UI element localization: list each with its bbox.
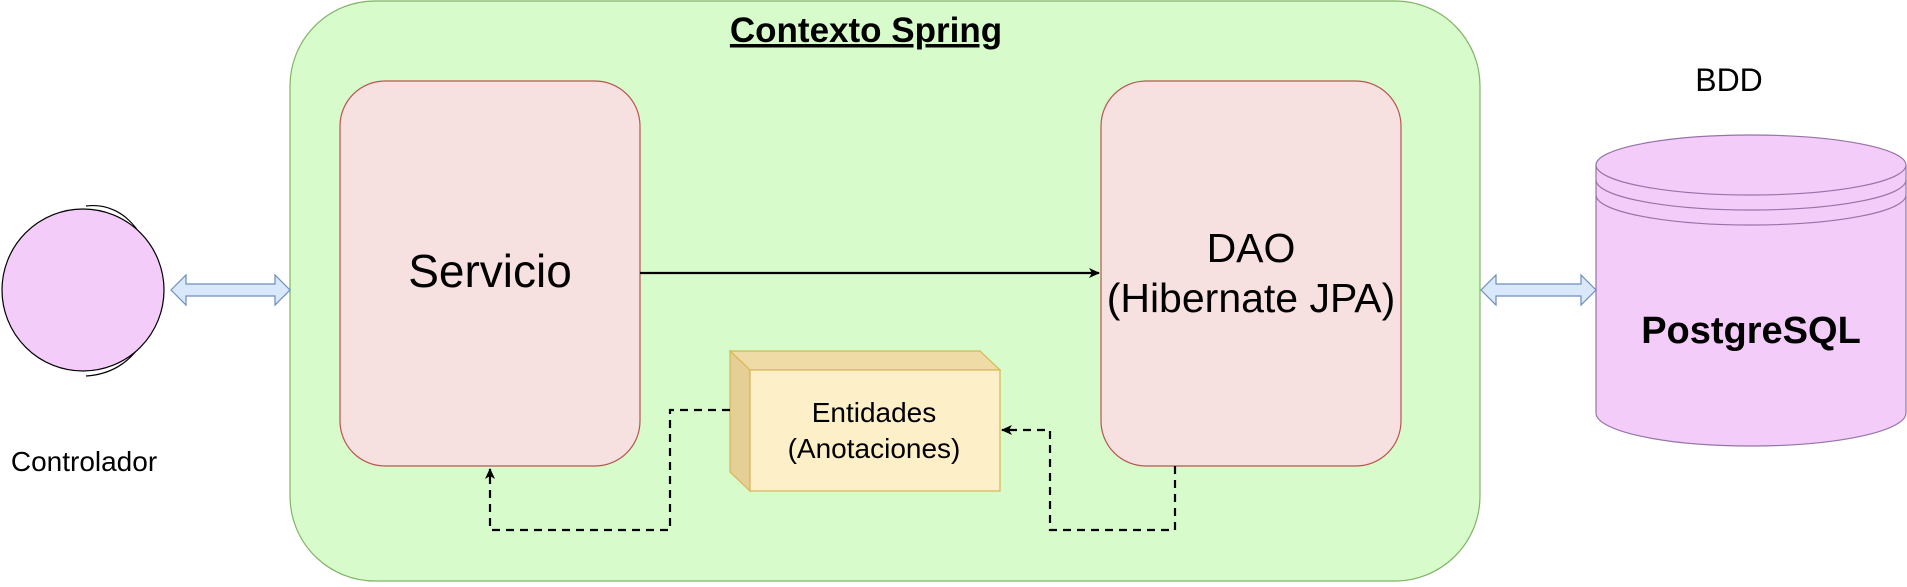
database-cylinder — [1595, 134, 1907, 447]
entities-label-line2: (Anotaciones) — [788, 433, 961, 464]
spring-context-title: Contexto Spring — [730, 11, 1002, 50]
context-db-double-arrow — [1480, 273, 1597, 307]
dao-label-line1: DAO — [1207, 225, 1296, 271]
entities-to-service-dashed-arrow — [485, 408, 730, 532]
dao-to-entities-dashed-arrow — [1001, 425, 1177, 532]
dao-box — [1100, 80, 1402, 467]
controller-node — [1, 205, 165, 377]
database-label: PostgreSQL — [1641, 310, 1861, 352]
controller-label: Controlador — [11, 446, 157, 477]
entities-label-line1: Entidades — [812, 397, 937, 428]
database-header: BDD — [1695, 62, 1763, 98]
service-label: Servicio — [408, 245, 572, 297]
dao-label-line2: (Hibernate JPA) — [1107, 275, 1396, 321]
entities-box — [728, 349, 1002, 493]
controller-context-double-arrow — [170, 273, 291, 307]
